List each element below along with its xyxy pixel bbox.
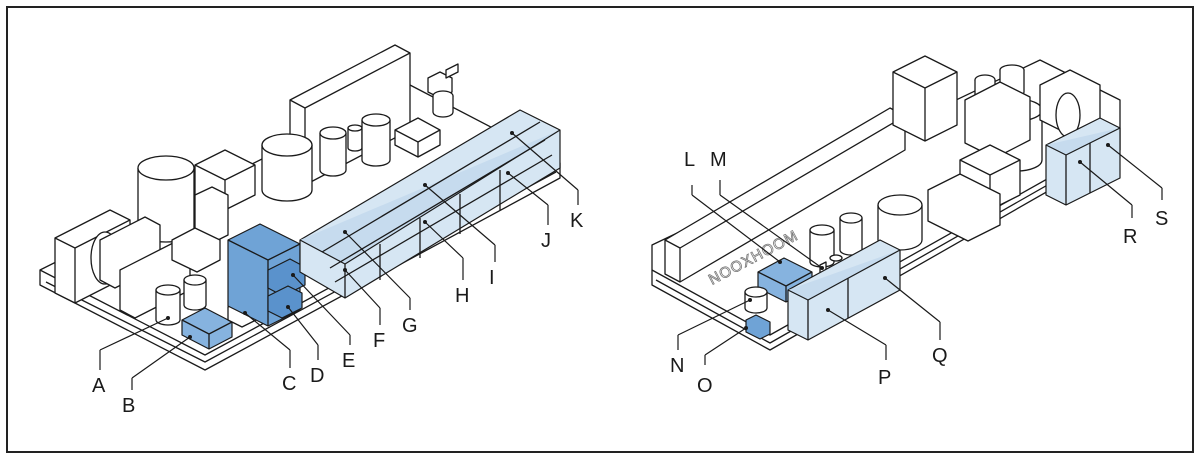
figure-frame xyxy=(6,6,1194,453)
callout-l: L xyxy=(684,149,695,171)
callout-n: N xyxy=(670,355,684,377)
left-small-box xyxy=(394,117,441,158)
right-cap-front-2 xyxy=(839,212,863,224)
callout-f: F xyxy=(373,330,385,352)
callout-e: E xyxy=(342,350,355,372)
left-cap-a2 xyxy=(183,274,207,286)
callout-r: R xyxy=(1123,226,1137,248)
callout-q: Q xyxy=(932,345,948,367)
component-e xyxy=(267,258,306,297)
left-back-capacitor xyxy=(432,96,454,118)
right-callouts: L M N O P Q R S xyxy=(670,149,1168,397)
left-cap-small-2 xyxy=(347,124,363,132)
left-cap-a1 xyxy=(155,284,181,296)
callout-i: I xyxy=(489,267,495,289)
callout-a: A xyxy=(92,375,106,397)
left-cap-small-3 xyxy=(361,113,391,127)
callout-g: G xyxy=(402,315,418,337)
callout-s: S xyxy=(1155,208,1168,230)
callout-c: C xyxy=(282,373,296,395)
callout-j: J xyxy=(541,230,551,252)
right-board: NOOXHOOM xyxy=(651,55,1121,351)
callout-h: H xyxy=(455,285,469,307)
callout-k: K xyxy=(570,210,584,232)
component-r-s xyxy=(1045,117,1121,206)
left-medium-capacitor xyxy=(261,145,313,202)
callout-d: D xyxy=(310,365,324,387)
left-cap-small-1 xyxy=(319,126,347,140)
callout-o: O xyxy=(697,375,713,397)
callout-m: M xyxy=(710,149,727,171)
left-leaders xyxy=(99,131,579,390)
callout-b: B xyxy=(122,395,135,417)
left-board xyxy=(39,44,561,371)
callout-p: P xyxy=(878,367,891,389)
component-o xyxy=(745,314,771,340)
right-leaders xyxy=(677,143,1163,365)
component-b xyxy=(181,307,233,350)
component-d xyxy=(267,285,303,319)
left-callouts: A B C D E F G H I J K xyxy=(92,210,584,417)
component-n xyxy=(744,286,768,298)
right-cap-front-1 xyxy=(809,224,835,236)
